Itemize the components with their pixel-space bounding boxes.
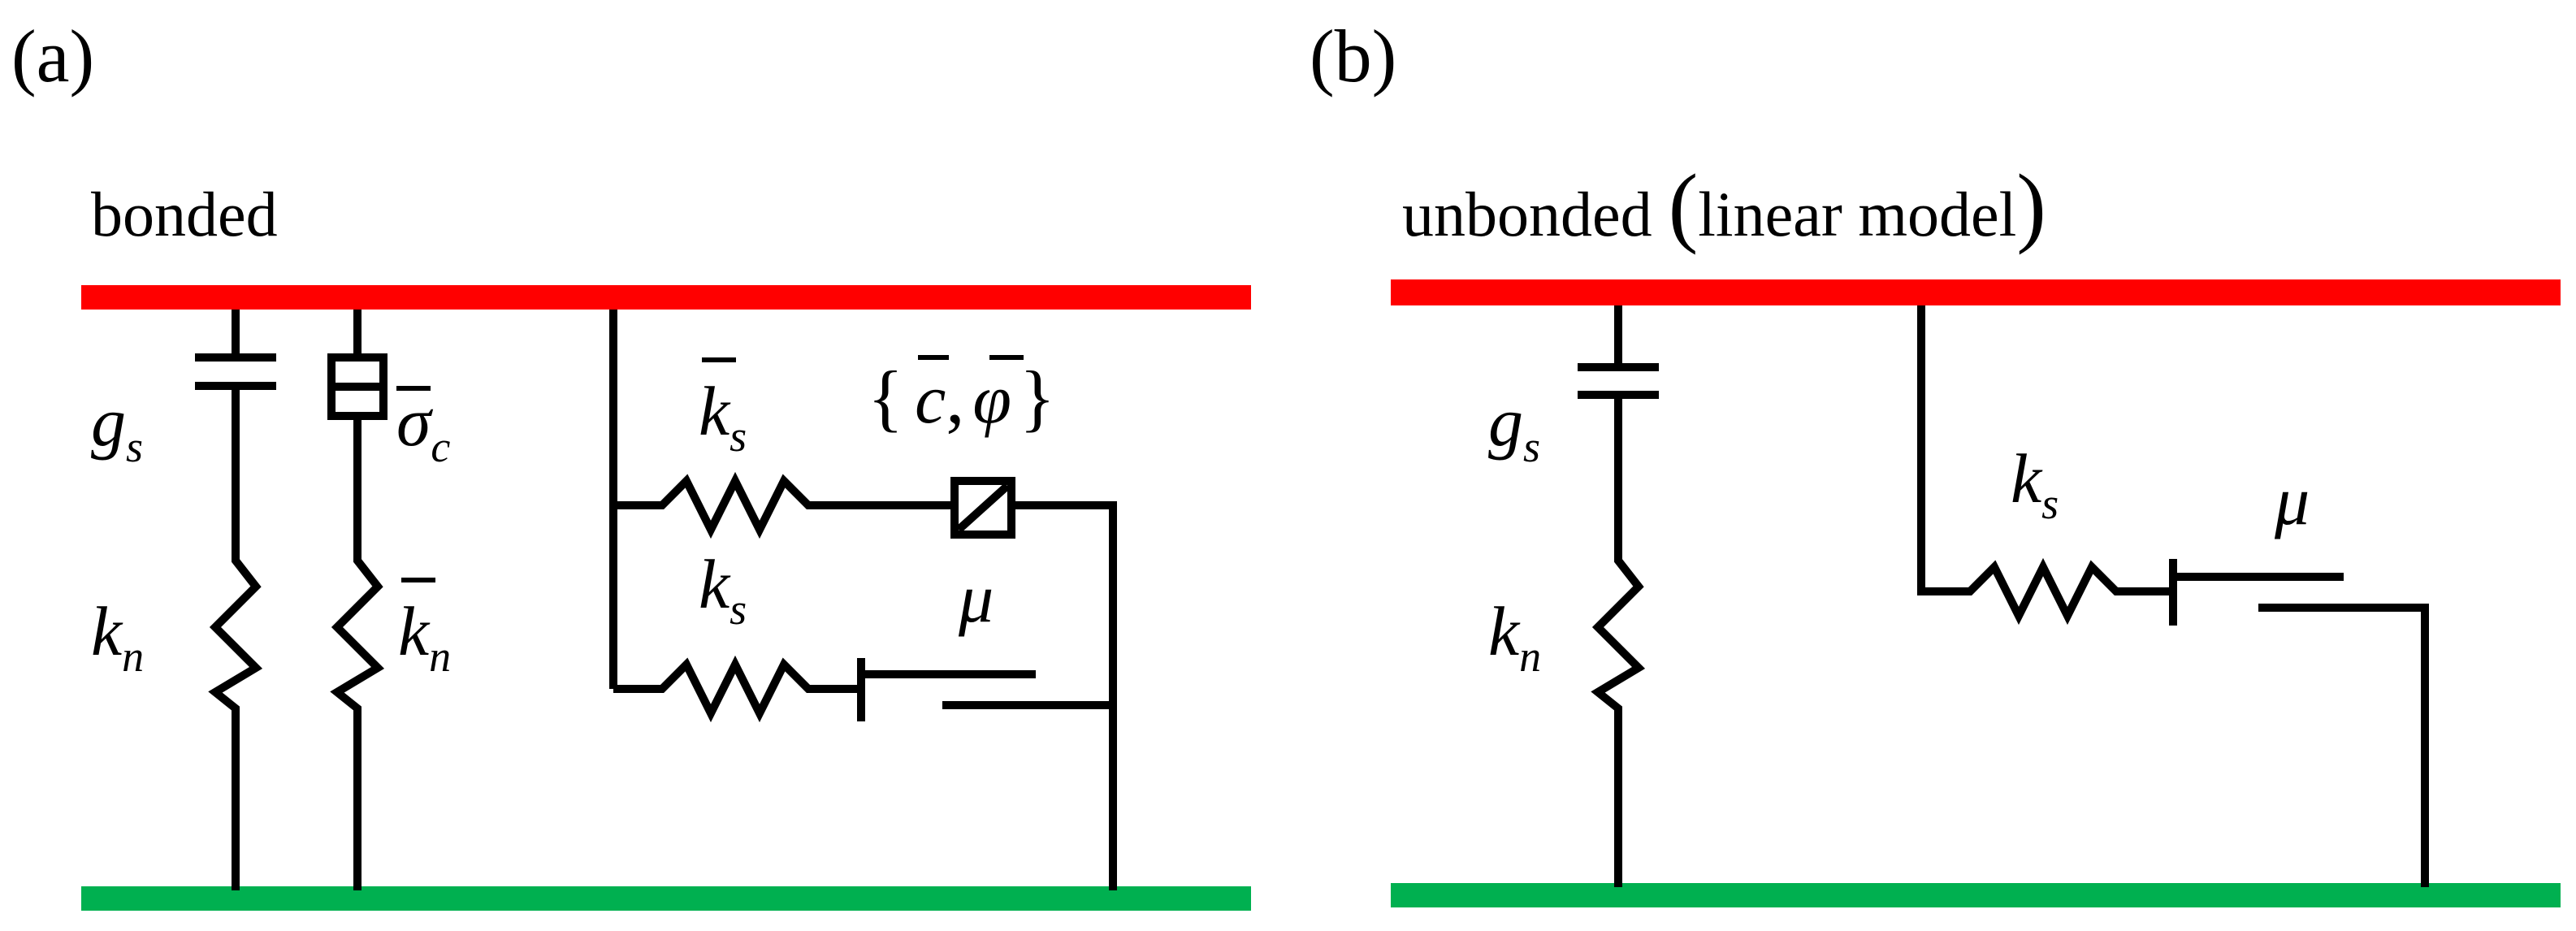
symbol-c-phi: {c,φ} — [868, 356, 1055, 439]
branch-shear — [1917, 305, 2429, 887]
spring-ks — [613, 655, 861, 723]
symbol-kn-bar: kn — [398, 592, 451, 681]
symbol-sigma-c: σc — [396, 383, 450, 471]
top-plate — [1391, 279, 2561, 305]
symbol-ks: ks — [2011, 440, 2059, 528]
symbol-gs: gs — [1488, 383, 1540, 471]
branch-sigma-knbar — [327, 310, 387, 890]
symbol-kn: kn — [1488, 592, 1541, 681]
wire-right-vertical — [1011, 501, 1117, 890]
panel-b-label: (b) — [1310, 15, 1396, 97]
spring-kn — [208, 386, 263, 890]
panel-b: (b) unbonded(linear model) gs kn ks μ — [1310, 15, 2561, 907]
symbol-kn: kn — [91, 592, 144, 681]
spring-kn — [1591, 395, 1646, 887]
branch-gs-kn — [195, 310, 276, 890]
spring-ks — [1917, 305, 2173, 626]
panel-a-title: bonded — [91, 179, 278, 249]
branch-shear — [609, 310, 1117, 890]
panel-a: (a) bonded gs kn σc kn — [11, 15, 1251, 911]
panel-b-title: unbonded(linear model) — [1402, 156, 2046, 255]
symbol-mu: μ — [958, 559, 994, 637]
symbol-mu: μ — [2274, 461, 2310, 539]
slider-lower-rod — [2258, 604, 2429, 887]
top-plate — [81, 285, 1251, 310]
spring-kn-bar — [330, 416, 385, 890]
symbol-ks: ks — [699, 545, 747, 634]
bottom-plate — [81, 886, 1251, 911]
symbol-gs: gs — [91, 383, 143, 471]
panel-a-label: (a) — [11, 15, 94, 97]
symbol-ks-bar: ks — [699, 372, 747, 461]
bottom-plate — [1391, 883, 2561, 907]
branch-gs-kn — [1578, 305, 1659, 887]
spring-ks-bar — [613, 471, 955, 539]
shear-strength-slash — [955, 483, 1011, 533]
